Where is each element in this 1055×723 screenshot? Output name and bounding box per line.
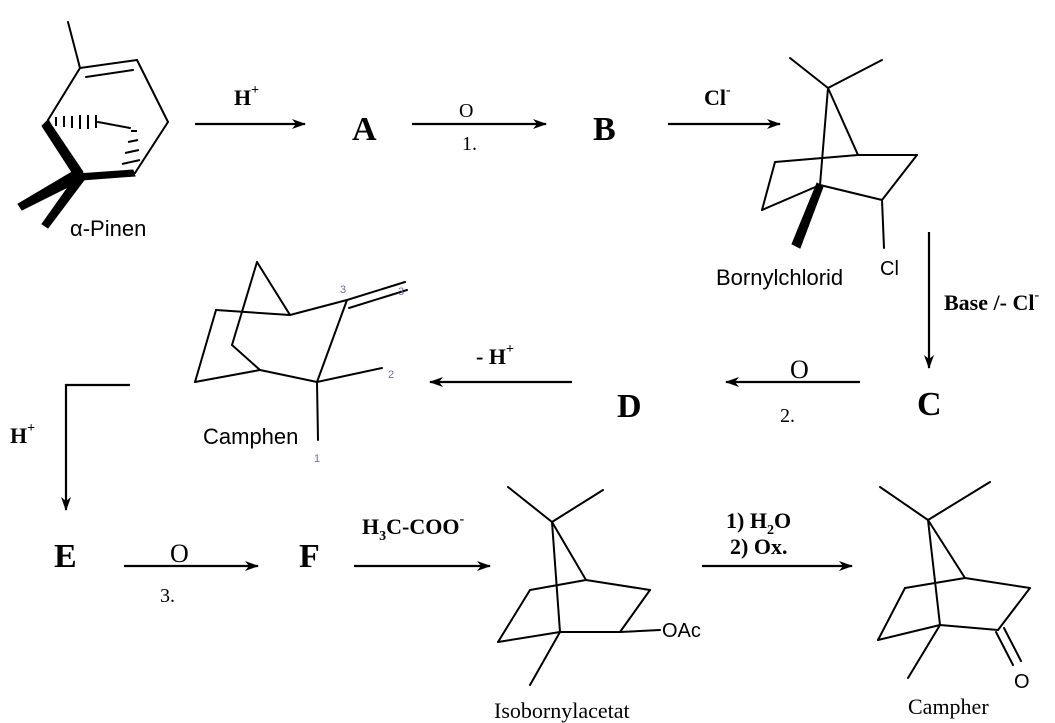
compound-name-alpha-pinene: α-Pinen	[70, 216, 146, 241]
reagent-step-10-line-2: 2) Ox.	[730, 534, 787, 559]
compound-name-camphene: Camphen	[203, 424, 298, 449]
intermediate-E: E	[54, 538, 77, 575]
camphene-structure	[194, 261, 408, 441]
reagent-step-9: H3C-COO-	[362, 512, 464, 544]
reagent-step-1: H+	[234, 83, 259, 110]
compound-name-bornylchloride: Bornylchlorid	[716, 265, 843, 290]
intermediate-C: C	[917, 386, 942, 423]
compound-name-isobornylacetate: Isobornylacetat	[494, 698, 630, 723]
step-number-1: 1.	[462, 133, 477, 155]
step-number-2: 2.	[780, 405, 795, 427]
reagent-step-6: - H+	[476, 342, 514, 369]
camphene-annotation-c1: 1	[314, 453, 320, 465]
isobornylacetate-structure	[497, 486, 661, 686]
reagent-step-8: O	[170, 539, 189, 568]
intermediate-A: A	[352, 111, 377, 148]
reagent-step-4: Base /- Cl-	[944, 288, 1039, 315]
alpha-pinene-structure	[17, 21, 169, 229]
camphene-annotation-c3b: 3	[398, 286, 404, 298]
acetate-group-label: OAc	[662, 620, 701, 642]
camphene-annotation-c2: 2	[388, 369, 394, 381]
intermediate-D: D	[617, 388, 642, 425]
intermediate-F: F	[299, 538, 320, 575]
reagent-step-2: O	[459, 100, 473, 122]
chlorine-atom-label: Cl	[880, 258, 899, 280]
oxygen-atom-label: O	[1014, 671, 1030, 693]
reagent-step-3: Cl-	[704, 83, 731, 110]
intermediate-B: B	[593, 111, 616, 148]
arrow-step-7	[61, 383, 130, 511]
reagent-step-5: O	[790, 355, 809, 384]
compound-name-camphor: Campher	[908, 694, 989, 719]
reagent-step-7: H+	[10, 421, 35, 448]
reagent-step-10-line-1: 1) H2O	[726, 508, 791, 538]
camphene-annotation-c3: 3	[340, 284, 346, 296]
camphor-structure	[877, 481, 1031, 679]
bornylchloride-structure	[761, 57, 918, 249]
step-number-3: 3.	[160, 585, 175, 607]
